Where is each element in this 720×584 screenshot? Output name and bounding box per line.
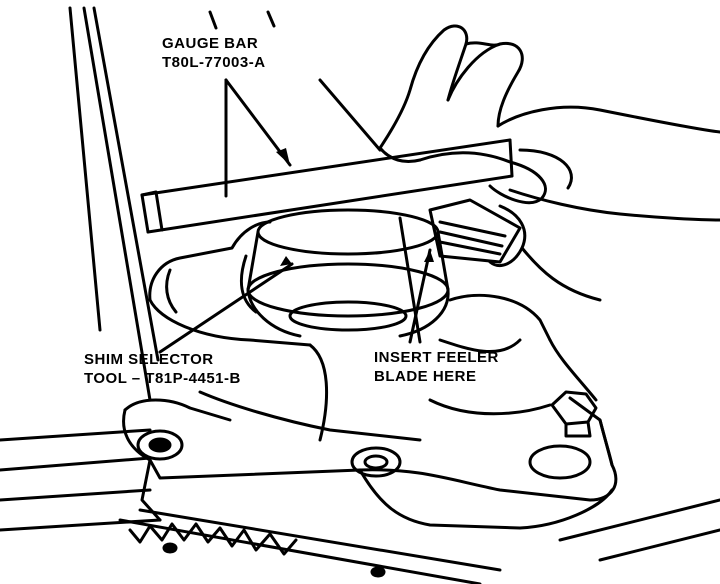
- bolt-right: [550, 390, 598, 438]
- shim-selector-callout: SHIM SELECTOR TOOL – T81P-4451-B: [84, 350, 241, 388]
- feeler-blade-callout: INSERT FEELER BLADE HERE: [374, 348, 499, 386]
- gauge-bar-callout-line1: GAUGE BAR: [162, 35, 259, 52]
- feeler-blade-callout-line1: INSERT FEELER: [374, 349, 499, 366]
- gauge-bar: [140, 138, 514, 234]
- shim-selector-callout-line1: SHIM SELECTOR: [84, 351, 214, 368]
- hand: [378, 24, 720, 302]
- feeler-blade: [428, 198, 522, 264]
- gauge-bar-callout-line2: T80L-77003-A: [162, 54, 266, 71]
- bottom-rack: [0, 428, 720, 584]
- feeler-blade-callout-line2: BLADE HERE: [374, 368, 477, 385]
- oval-hole-right: [528, 444, 592, 480]
- shim-selector-callout-line2: TOOL – T81P-4451-B: [84, 370, 241, 387]
- frame-rails: [68, 6, 382, 402]
- shim-selector-base: [122, 396, 618, 530]
- small-holes: [162, 542, 386, 578]
- housing: [148, 220, 598, 442]
- bolt-left: [136, 429, 184, 461]
- bolt-center: [350, 446, 402, 478]
- arrowheads: [276, 148, 434, 266]
- gauge-bar-callout: GAUGE BAR T80L-77003-A: [162, 34, 266, 72]
